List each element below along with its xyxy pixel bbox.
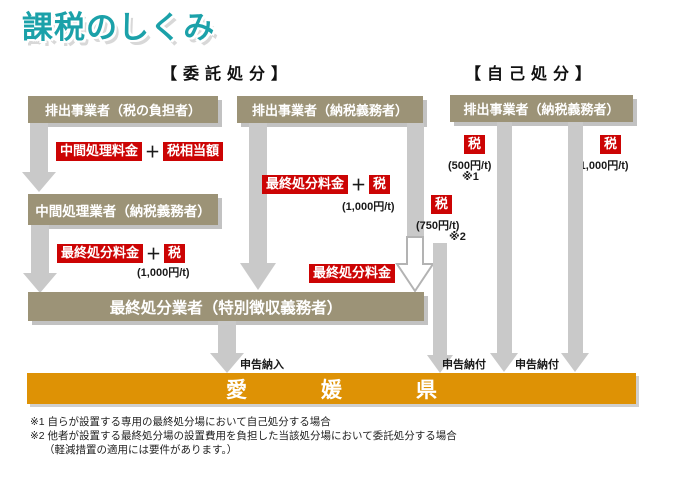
label-tax: 税 (164, 244, 186, 263)
note1-mark: ※1 (462, 171, 479, 183)
arrow-down-emitter-to-intermediate (30, 123, 48, 172)
arrowhead-intermediate-to-final (23, 273, 57, 293)
box-final-disposer: 最終処分業者（特別徴収義務者） (28, 292, 424, 321)
page-title: 課税のしくみ (22, 10, 216, 45)
label-report-payment-1: 申告納付 (442, 359, 486, 371)
prefecture-bar: 愛媛県 (27, 373, 636, 404)
box-emitter-taxpayer-self: 排出事業者（納税義務者） (450, 95, 633, 122)
label-tax: 税 (464, 135, 486, 154)
label-final-fee: 最終処分料金 (262, 175, 349, 194)
note2-mark: ※2 (449, 231, 466, 243)
footnotes: ※1 自らが設置する専用の最終処分場において自己処分する場合 ※2 他者が設置す… (30, 415, 457, 458)
hollow-arrow-final-fee (395, 236, 435, 293)
plus-sign: ＋ (145, 144, 161, 161)
fee-row-final-left: 最終処分料金 ＋ 税 (57, 243, 186, 264)
arrowhead-emitter-to-final-left (240, 263, 276, 290)
section-header-consignment-disposal: 【委託処分】 (160, 66, 293, 83)
rate-1000-left: (1,000円/t) (137, 267, 190, 279)
plus-sign: ＋ (146, 246, 162, 263)
arrow-down-self-tax500 (497, 122, 512, 353)
arrow-down-emitter-to-final-left (249, 123, 267, 263)
arrowhead-emitter-to-intermediate (22, 172, 56, 192)
box-emitter-tax-bearer: 排出事業者（税の負担者） (28, 96, 218, 123)
label-tax: 税 (431, 195, 453, 214)
tax-500-group: 税 (464, 135, 486, 154)
arrow-down-disposer-to-prefecture (218, 321, 236, 353)
footnote-2: ※2 他者が設置する最終処分場の設置費用を負担した当該処分場において委託処分する… (30, 430, 457, 443)
tax-1000-group: 税 (600, 135, 622, 154)
label-report-payment-2: 申告納付 (515, 359, 559, 371)
label-intermediate-fee: 中間処理料金 (56, 142, 143, 161)
label-tax-equivalent: 税相当額 (163, 142, 224, 161)
rate-750: (750円/t) (416, 220, 460, 232)
arrowhead-tax750-to-prefecture (427, 355, 453, 373)
arrow-down-tax750-to-prefecture (433, 243, 447, 355)
label-final-fee: 最終処分料金 (309, 264, 396, 283)
tax-750-group: 税 (431, 195, 453, 214)
arrowhead-self-tax500 (490, 353, 518, 372)
section-header-self-disposal: 【自己処分】 (464, 66, 597, 83)
label-tax: 税 (600, 135, 622, 154)
plus-sign: ＋ (351, 177, 367, 194)
fee-row-intermediate: 中間処理料金 ＋ 税相当額 (56, 141, 224, 162)
arrowhead-self-tax1000 (561, 353, 589, 372)
rate-1000-middle: (1,000円/t) (342, 201, 395, 213)
fee-row-final-only: 最終処分料金 (309, 264, 396, 283)
box-intermediate-processor: 中間処理業者（納税義務者） (28, 194, 218, 225)
rate-1000-right: (1,000円/t) (576, 160, 629, 172)
arrow-down-emitter-fee-shaft (407, 123, 424, 238)
rate-500: (500円/t) (448, 160, 492, 172)
label-final-fee: 最終処分料金 (57, 244, 144, 263)
box-emitter-taxpayer-consign: 排出事業者（納税義務者） (237, 96, 423, 123)
prefecture-name: 愛媛県 (226, 378, 511, 402)
arrowhead-disposer-to-prefecture (210, 353, 244, 373)
fee-row-final-middle: 最終処分料金 ＋ 税 (262, 174, 391, 195)
label-tax: 税 (369, 175, 391, 194)
arrow-down-self-tax1000 (568, 122, 583, 353)
arrow-down-intermediate-to-final (31, 225, 49, 273)
footnote-1: ※1 自らが設置する専用の最終処分場において自己処分する場合 (30, 416, 331, 428)
footnote-2b: （軽減措置の適用には要件があります。） (44, 444, 238, 457)
label-report-delivery: 申告納入 (240, 359, 284, 371)
